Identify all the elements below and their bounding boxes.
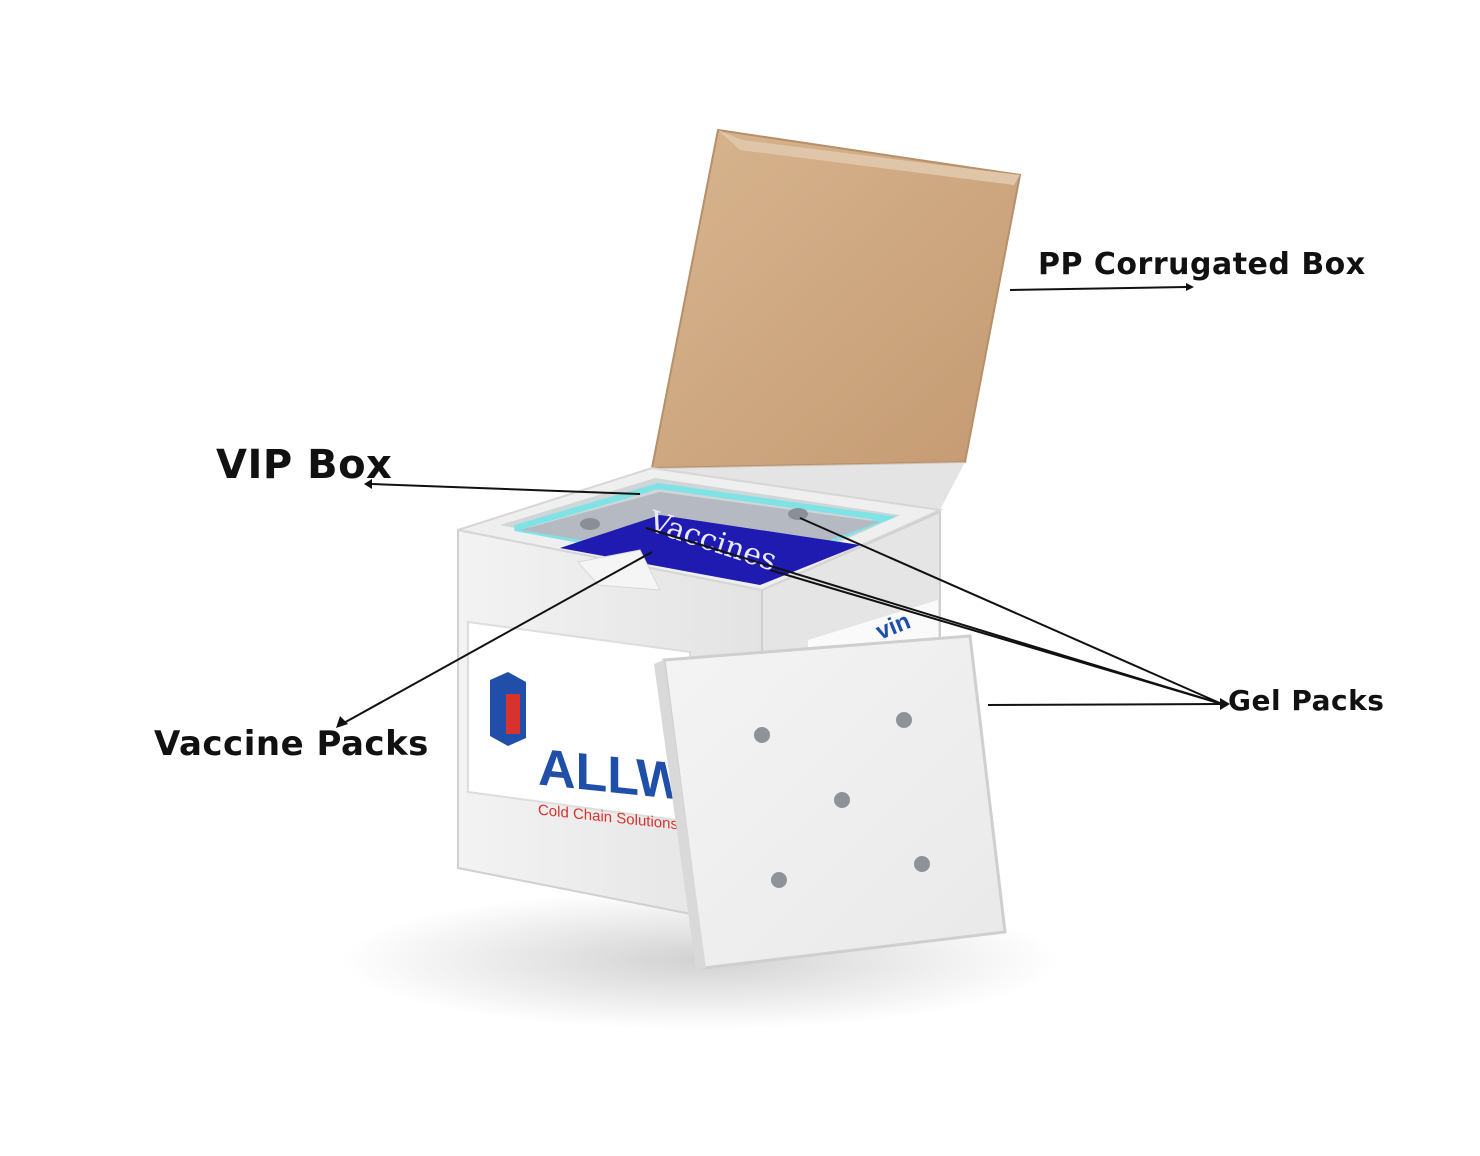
arrowhead-icon — [364, 479, 372, 489]
gel-hole — [896, 712, 912, 728]
arrowhead-icon — [1186, 283, 1194, 291]
leader-line-corrugated — [1009, 286, 1187, 291]
gel-hole — [754, 727, 770, 743]
gel-hole — [771, 872, 787, 888]
leader-lines — [341, 286, 1223, 725]
brand-label: ALLW Cold Chain Solutions Pv — [467, 620, 700, 836]
label-pp-corrugated-box: PP Corrugated Box — [1038, 247, 1366, 282]
leader-line-gel-4 — [987, 703, 1223, 706]
gel-pack-panel — [654, 634, 1007, 970]
corrugated-lid — [650, 128, 1022, 510]
leader-line-gel-2 — [769, 569, 1223, 705]
arrowhead-icon — [336, 716, 348, 728]
gel-hole — [834, 792, 850, 808]
gel-hole — [914, 856, 930, 872]
label-gel-packs: Gel Packs — [1228, 684, 1385, 717]
label-vaccine-packs: Vaccine Packs — [154, 724, 429, 764]
leader-line-vaccine — [341, 551, 653, 725]
label-vip-box: VIP Box — [216, 442, 393, 488]
leader-line-gel-3 — [799, 517, 1223, 705]
leader-line-vip — [371, 483, 641, 495]
arrowhead-icon — [1220, 698, 1230, 710]
